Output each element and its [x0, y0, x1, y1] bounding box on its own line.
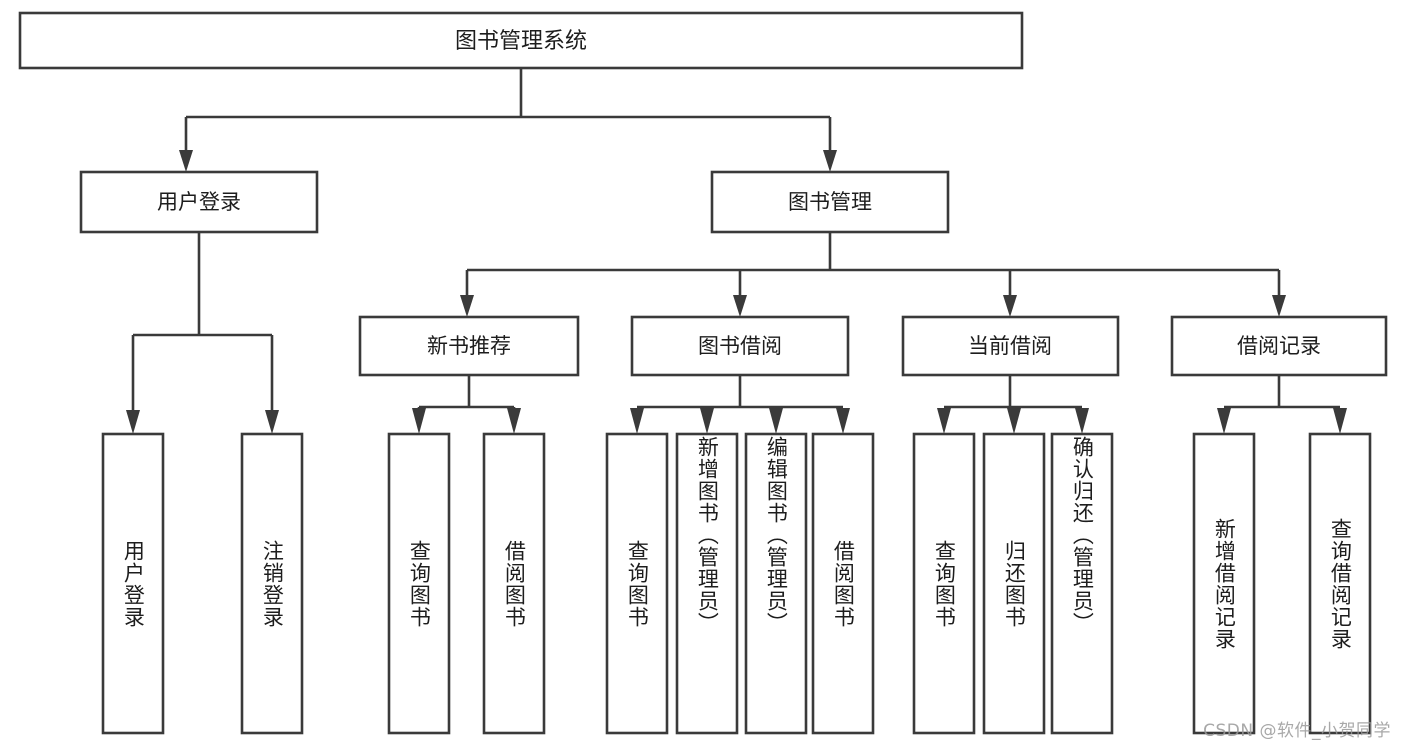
node-borrow-record-label: 借阅记录 — [1237, 334, 1321, 358]
arrow-head-icon — [412, 408, 426, 434]
arrow-head-icon — [937, 408, 951, 434]
arrow-head-icon — [1333, 408, 1347, 434]
leaf-box-query-borrow-record[interactable] — [1308, 432, 1372, 735]
leaf-box-confirm-return-admin[interactable] — [1050, 432, 1114, 735]
connector-book-borrow-to-leaves — [630, 375, 850, 434]
node-current-borrow-box — [901, 315, 1120, 377]
node-root-box — [18, 11, 1024, 70]
leaf-box-query-book-recommend[interactable] — [387, 432, 451, 735]
leaf-box-add-borrow-record[interactable] — [1192, 432, 1256, 735]
leaf-box-query-book-current[interactable] — [912, 432, 976, 735]
connector-current-borrow-to-leaves — [937, 375, 1089, 434]
connector-root-to-level2 — [179, 68, 837, 172]
leaf-box-user-login[interactable] — [101, 432, 165, 735]
arrow-head-icon — [460, 295, 474, 317]
arrow-head-icon — [1217, 408, 1231, 434]
node-root-label: 图书管理系统 — [455, 29, 587, 54]
node-new-book-recommend[interactable]: 新书推荐 — [358, 315, 580, 377]
arrow-head-icon — [630, 408, 644, 434]
arrow-head-icon — [507, 408, 521, 434]
connector-borrow-record-to-leaves — [1217, 375, 1347, 434]
connector-book-management-to-level3 — [460, 232, 1286, 317]
arrow-head-icon — [700, 408, 714, 434]
node-book-borrow[interactable]: 图书借阅 — [630, 315, 850, 377]
arrow-head-icon — [769, 408, 783, 434]
node-user-login-label: 用户登录 — [157, 190, 241, 214]
arrow-head-icon — [1003, 295, 1017, 317]
node-new-book-recommend-label: 新书推荐 — [427, 334, 511, 358]
node-current-borrow[interactable]: 当前借阅 — [901, 315, 1120, 377]
arrow-head-icon — [823, 150, 837, 172]
connector-user-login-to-leaves — [126, 232, 279, 434]
arrow-head-icon — [179, 150, 193, 172]
leaf-box-edit-book-admin[interactable] — [744, 432, 808, 735]
leaf-boxes-group — [101, 432, 1372, 735]
node-new-book-recommend-box — [358, 315, 580, 377]
leaf-box-logout[interactable] — [240, 432, 304, 735]
connector-new-book-recommend-to-leaves — [412, 375, 521, 434]
arrow-head-icon — [836, 408, 850, 434]
leaf-box-add-book-admin[interactable] — [675, 432, 739, 735]
arrow-head-icon — [1075, 408, 1089, 434]
arrow-head-icon — [733, 295, 747, 317]
node-book-borrow-label: 图书借阅 — [698, 334, 782, 358]
arrow-head-icon — [265, 410, 279, 434]
node-borrow-record[interactable]: 借阅记录 — [1170, 315, 1388, 377]
node-book-management-label: 图书管理 — [788, 190, 872, 214]
arrow-head-icon — [1272, 295, 1286, 317]
leaf-box-query-book[interactable] — [605, 432, 669, 735]
leaf-box-borrow-book-recommend[interactable] — [482, 432, 546, 735]
leaf-box-return-book[interactable] — [982, 432, 1046, 735]
node-book-management[interactable]: 图书管理 — [710, 170, 950, 234]
watermark-text: CSDN @软件_小贺同学 — [1203, 721, 1391, 741]
leaf-box-borrow-book[interactable] — [811, 432, 875, 735]
node-root[interactable]: 图书管理系统 — [18, 11, 1024, 70]
arrow-head-icon — [126, 410, 140, 434]
arrow-head-icon — [1007, 408, 1021, 434]
node-user-login-box — [79, 170, 319, 234]
node-current-borrow-label: 当前借阅 — [968, 334, 1052, 358]
node-user-login[interactable]: 用户登录 — [79, 170, 319, 234]
